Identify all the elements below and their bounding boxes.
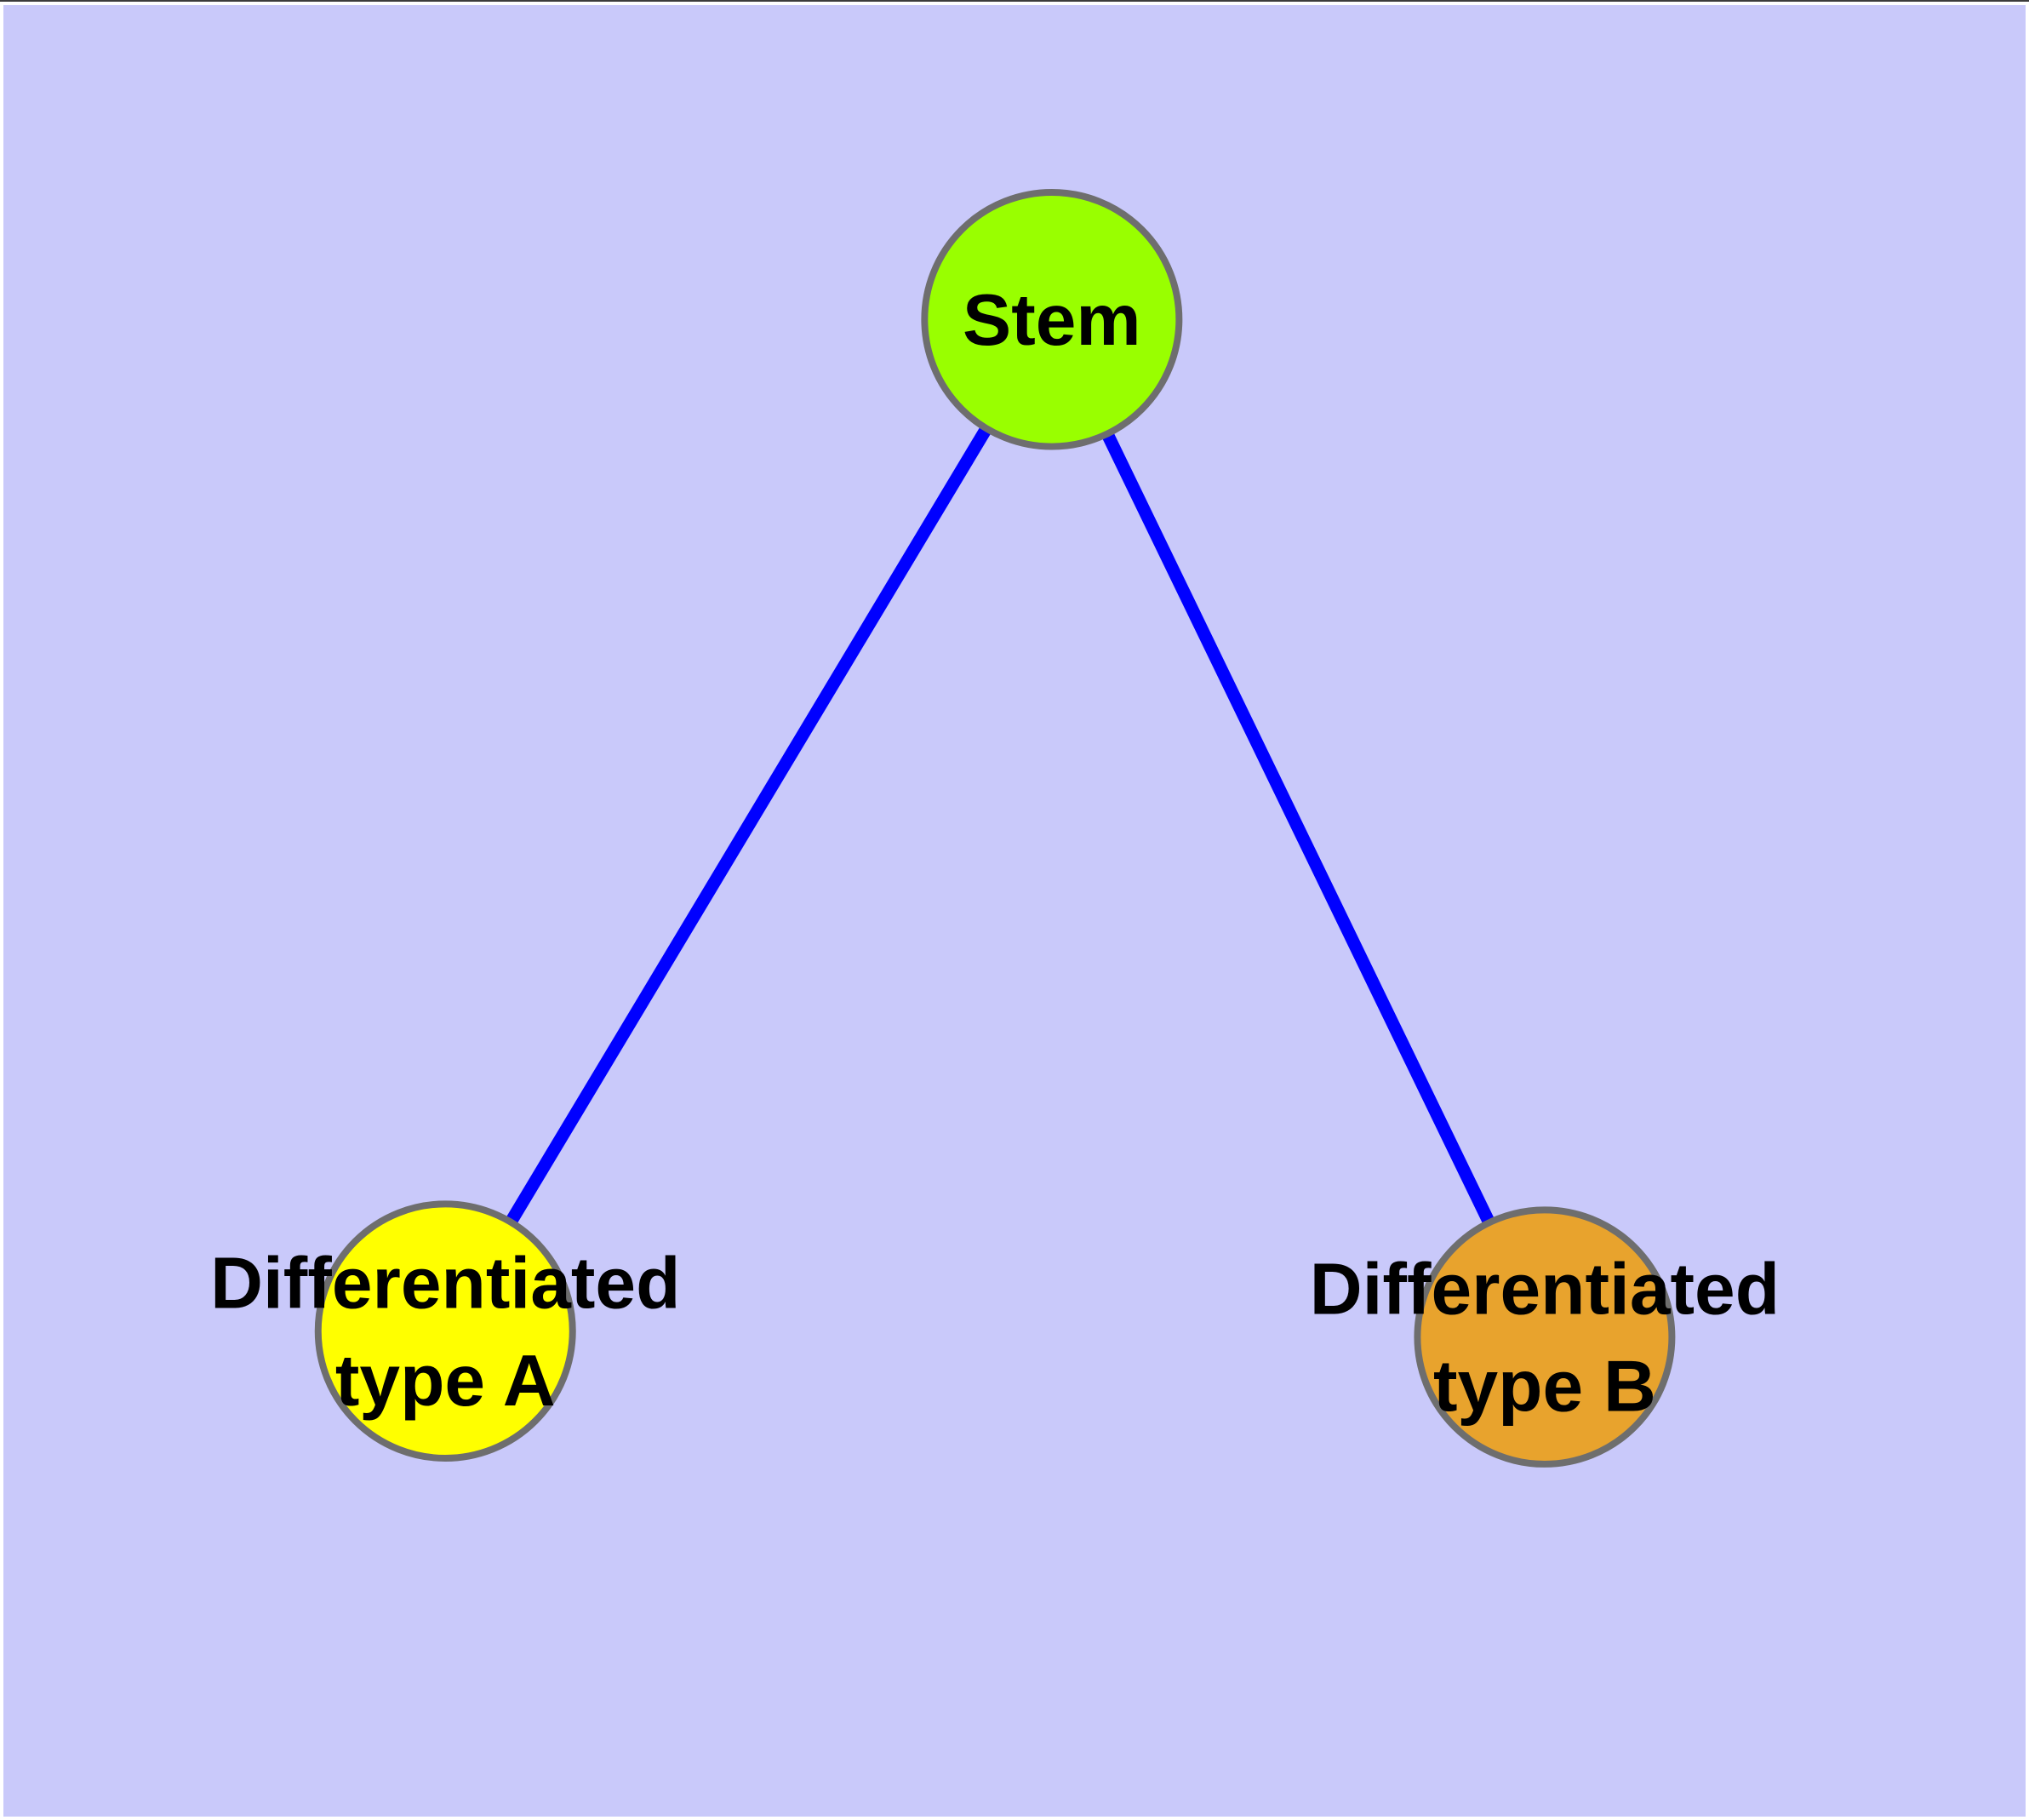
edge-stem-type-a bbox=[439, 316, 1058, 1335]
node-label-line: Differentiated bbox=[1310, 1248, 1780, 1330]
node-stem bbox=[921, 188, 1183, 450]
window-top-edge bbox=[0, 0, 2029, 2]
node-type-b bbox=[1414, 1206, 1676, 1468]
node-type-a bbox=[314, 1200, 576, 1462]
node-label-stem: Stem bbox=[963, 279, 1141, 361]
node-label-line: Stem bbox=[963, 279, 1141, 361]
node-label-line: type A bbox=[335, 1340, 556, 1422]
edges-layer bbox=[439, 316, 1551, 1340]
node-label-type-a: Differentiated type A bbox=[210, 1242, 680, 1421]
node-label-type-b: Differentiated type B bbox=[1310, 1248, 1780, 1427]
edge-stem-type-b bbox=[1046, 317, 1551, 1340]
node-label-line: Differentiated bbox=[210, 1242, 680, 1324]
node-label-line: type B bbox=[1433, 1346, 1656, 1428]
nodes-layer bbox=[314, 188, 1676, 1468]
